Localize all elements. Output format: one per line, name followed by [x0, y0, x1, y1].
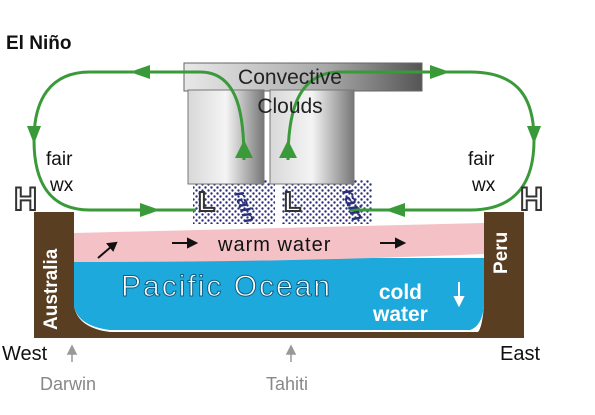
land-basin [34, 212, 524, 338]
current-arrows [97, 237, 407, 259]
arrow-right-top-icon [430, 65, 450, 79]
cloud-top [183, 62, 423, 92]
arrow-down-right-icon [527, 126, 541, 144]
circulation-arrows [27, 65, 541, 217]
warm-water-label: warm water [218, 234, 332, 256]
tahiti-label: Tahiti [266, 374, 309, 394]
arrow-right-bottom-icon [140, 203, 160, 217]
west-label: West [2, 343, 48, 365]
clouds-label-line2: Clouds [257, 95, 323, 118]
arrow-left-bottom-icon [385, 203, 405, 217]
ocean-label: Pacific Ocean [120, 270, 333, 303]
arrow-down-left-icon [27, 126, 41, 144]
cold-water-line1: cold [378, 281, 423, 304]
warm-water-region [74, 222, 484, 262]
left-weather-line1: fair [46, 149, 73, 170]
cloud-column-right [269, 89, 355, 185]
arrow-right-icon [395, 237, 407, 249]
darwin-arrow-icon [66, 344, 78, 355]
rain-shaft-left [193, 180, 275, 224]
arrow-up-left-icon [235, 140, 253, 158]
arrow-diag-icon [106, 241, 118, 252]
clouds-label-line1: Convective [238, 66, 342, 89]
arrow-right-icon [187, 237, 199, 249]
east-label: East [500, 343, 541, 365]
australia-label: Australia [41, 248, 62, 330]
cold-water-region [74, 258, 484, 330]
diagram-title: El Niño [6, 33, 72, 54]
cold-arrow [453, 282, 465, 308]
right-weather-line2: wx [472, 175, 496, 196]
left-low-pressure: L [197, 186, 216, 217]
left-high-pressure: H [13, 181, 38, 217]
walker-circulation [32, 70, 536, 212]
rain-shaft-right [282, 180, 372, 224]
darwin-label: Darwin [40, 374, 97, 394]
cold-water-line2: water [373, 303, 428, 327]
tahiti-arrow-icon [285, 344, 297, 355]
left-weather-line2: wx [50, 175, 74, 196]
cloud-column-left [187, 89, 265, 185]
arrow-up-right-icon [279, 140, 297, 158]
station-markers [66, 344, 297, 362]
cold-water-label: cold water [373, 281, 428, 327]
arrow-down-icon [453, 296, 465, 308]
right-weather-line1: fair [468, 149, 495, 170]
peru-label: Peru [491, 231, 512, 274]
right-high-pressure: H [519, 181, 544, 217]
right-low-pressure: L [283, 186, 302, 217]
arrow-left-top-icon [130, 65, 150, 79]
